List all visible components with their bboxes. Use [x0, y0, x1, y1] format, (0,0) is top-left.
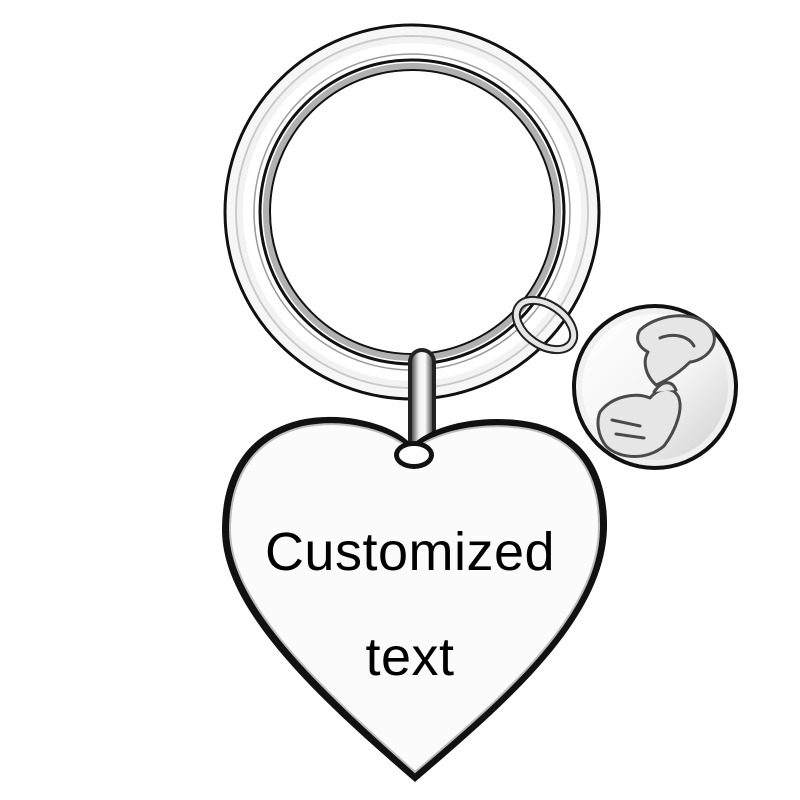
pinky-promise-charm: [572, 304, 738, 470]
engraving-text-line-1: Customized: [264, 522, 556, 582]
heart-pendant: [222, 416, 608, 782]
charm-jump-ring: [511, 295, 579, 355]
pendant-connector: [408, 348, 436, 456]
pinky-promise-hands-icon: [596, 314, 716, 458]
engraving-text-line-2: text: [365, 627, 455, 687]
